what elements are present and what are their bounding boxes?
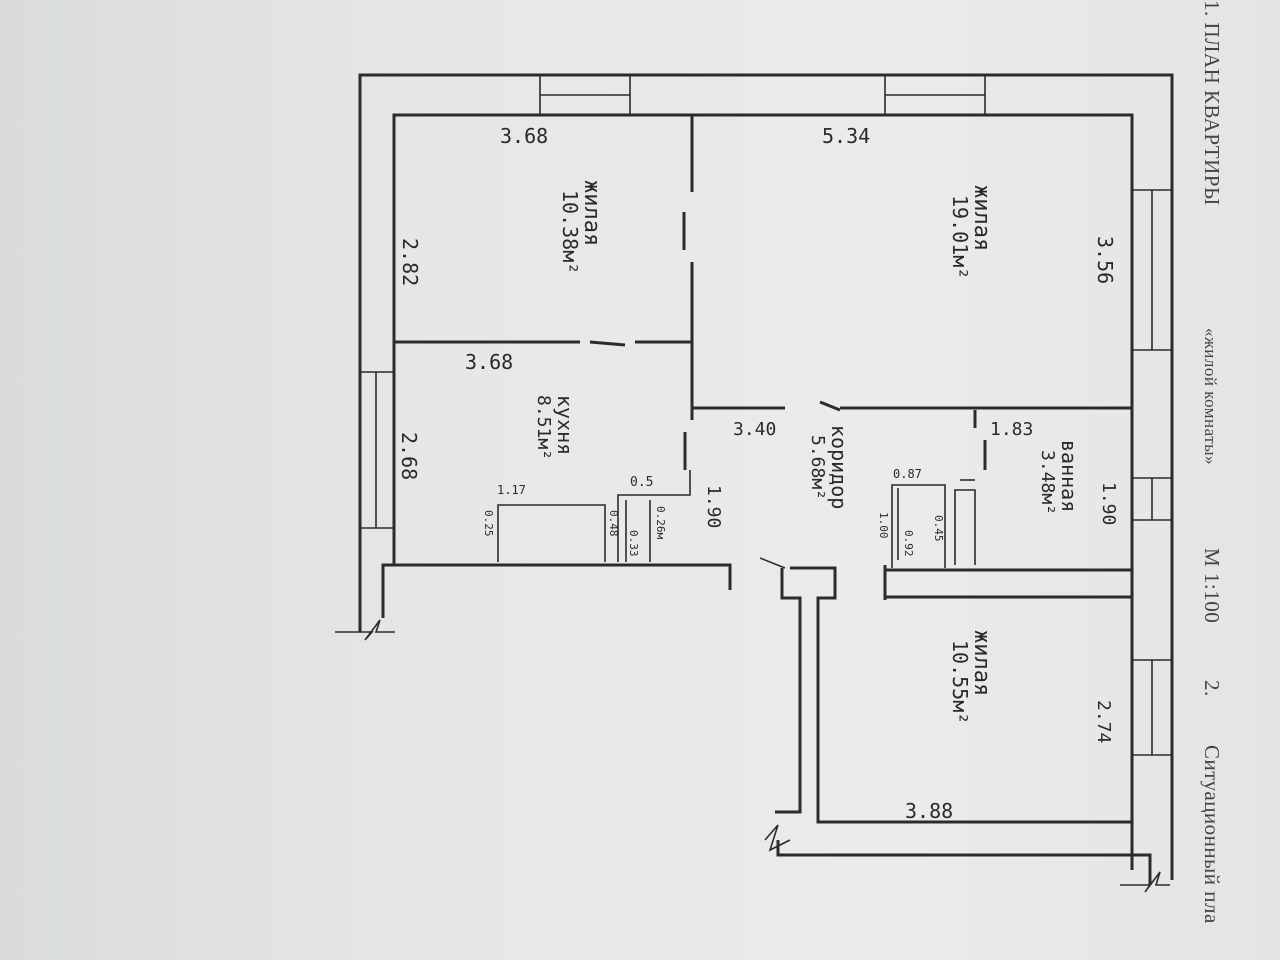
room-living-big-area: 19.01м² xyxy=(948,195,972,279)
dim-top-right-width: 5.34 xyxy=(822,124,870,148)
dim-bath-fixture-4: 0.92 xyxy=(902,530,915,557)
room-labels: жилая 10.38м² жилая 19.01м² кухня 8.51м²… xyxy=(533,180,1081,724)
dim-kitchen-width: 3.68 xyxy=(465,350,513,374)
room-living-bottom: жилая 10.55м² xyxy=(948,630,994,724)
dim-bath-fixture-3: 1.00 xyxy=(877,512,890,539)
room-living-top-area: 10.38м² xyxy=(558,190,582,274)
dim-counter-length: 1.17 xyxy=(497,483,526,497)
room-bathroom-name: ванная xyxy=(1057,440,1081,512)
room-living-top: жилая 10.38м² xyxy=(558,180,604,274)
dim-top-left-depth: 2.82 xyxy=(398,238,422,286)
dimensions: 3.68 5.34 2.82 3.56 3.68 3.40 1.83 2.68 … xyxy=(397,124,1119,823)
header-plan-title: 1. ПЛАН КВАРТИРЫ xyxy=(1200,0,1224,206)
room-living-bottom-area: 10.55м² xyxy=(948,640,972,724)
dim-bath-width: 1.83 xyxy=(990,419,1033,440)
room-bathroom: ванная 3.48м² xyxy=(1037,440,1081,515)
room-corridor: коридор 5.68м² xyxy=(807,425,851,509)
dim-shaft-area: 0.26м xyxy=(654,506,667,539)
room-kitchen-area: 8.51м² xyxy=(533,395,554,460)
dim-kitchen-depth: 2.68 xyxy=(397,432,421,480)
room-living-big-name: жилая xyxy=(969,185,994,251)
dim-shaft-side: 0.33 xyxy=(627,530,640,557)
dim-corridor-width: 3.40 xyxy=(733,419,776,440)
room-kitchen: кухня 8.51м² xyxy=(533,395,577,460)
dim-bottom-room-width: 3.88 xyxy=(905,799,953,823)
walls xyxy=(335,73,1174,893)
room-living-top-name: жилая xyxy=(579,180,604,246)
room-corridor-area: 5.68м² xyxy=(807,435,828,500)
dim-top-left-width: 3.68 xyxy=(500,124,548,148)
header-scale: М 1:100 xyxy=(1200,548,1224,623)
header-situation-plan: Ситуационный пла xyxy=(1200,745,1224,924)
dim-counter-gap: 0.48 xyxy=(607,510,620,537)
room-living-big: жилая 19.01м² xyxy=(948,185,994,279)
dim-bath-fixture: 0.87 xyxy=(893,467,922,481)
dim-big-room-depth: 3.56 xyxy=(1093,236,1117,284)
dim-bottom-room-depth: 2.74 xyxy=(1093,700,1114,743)
printed-header: 1. ПЛАН КВАРТИРЫ «жилой комнаты» М 1:100… xyxy=(1200,0,1224,924)
room-bathroom-area: 3.48м² xyxy=(1037,450,1058,515)
dim-bath-fixture-2: 0.45 xyxy=(932,515,945,542)
dim-corridor-left-depth: 1.90 xyxy=(703,485,724,528)
dim-counter-small: 0.5 xyxy=(630,475,653,490)
header-number-2: 2. xyxy=(1200,680,1224,697)
header-room-type: «жилой комнаты» xyxy=(1201,328,1220,465)
room-corridor-name: коридор xyxy=(827,425,851,509)
room-living-bottom-name: жилая xyxy=(969,630,994,696)
room-kitchen-name: кухня xyxy=(553,395,577,455)
dim-counter-depth: 0.25 xyxy=(482,510,495,537)
dim-bath-depth: 1.90 xyxy=(1098,482,1119,525)
